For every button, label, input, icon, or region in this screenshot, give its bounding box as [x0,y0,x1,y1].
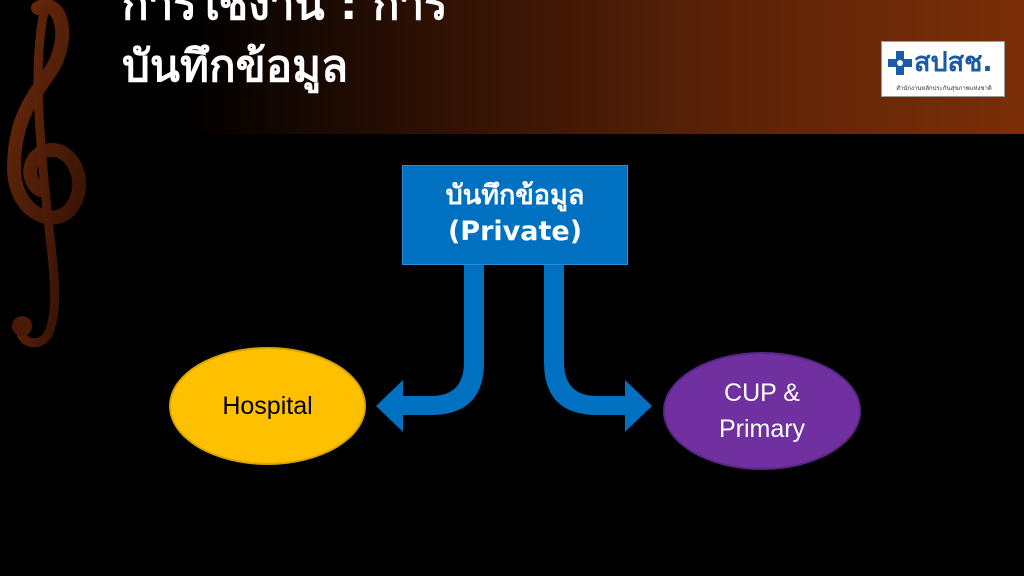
arrow-to-hospital [376,265,484,432]
hospital-label: Hospital [222,392,313,420]
slide-title: การใช้งาน : การ บันทึกข้อมูล [122,0,448,98]
cup-label-line-2: Primary [718,415,806,443]
nhso-logo: สปสช. สำนักงานหลักประกันสุขภาพแห่งชาติ [881,41,1005,97]
box-label-line-2: (Private) [447,216,583,247]
arrow-to-cup-primary [544,265,652,432]
logo-subtitle: สำนักงานหลักประกันสุขภาพแห่งชาติ [896,85,992,92]
medical-cross-icon [888,51,912,75]
logo-text: สปสช. [914,47,993,78]
title-line-1: การใช้งาน : การ [122,0,448,30]
box-label-line-1: บันทึกข้อมูล [445,180,585,211]
title-line-2: บันทึกข้อมูล [122,41,349,92]
hospital-node: Hospital [169,347,366,465]
treble-clef-decoration [6,0,87,348]
cup-primary-node: CUP & Primary [663,352,861,470]
record-data-private-box: บันทึกข้อมูล (Private) [402,165,628,265]
header-band [0,0,1024,134]
cup-label-line-1: CUP & [724,379,800,407]
